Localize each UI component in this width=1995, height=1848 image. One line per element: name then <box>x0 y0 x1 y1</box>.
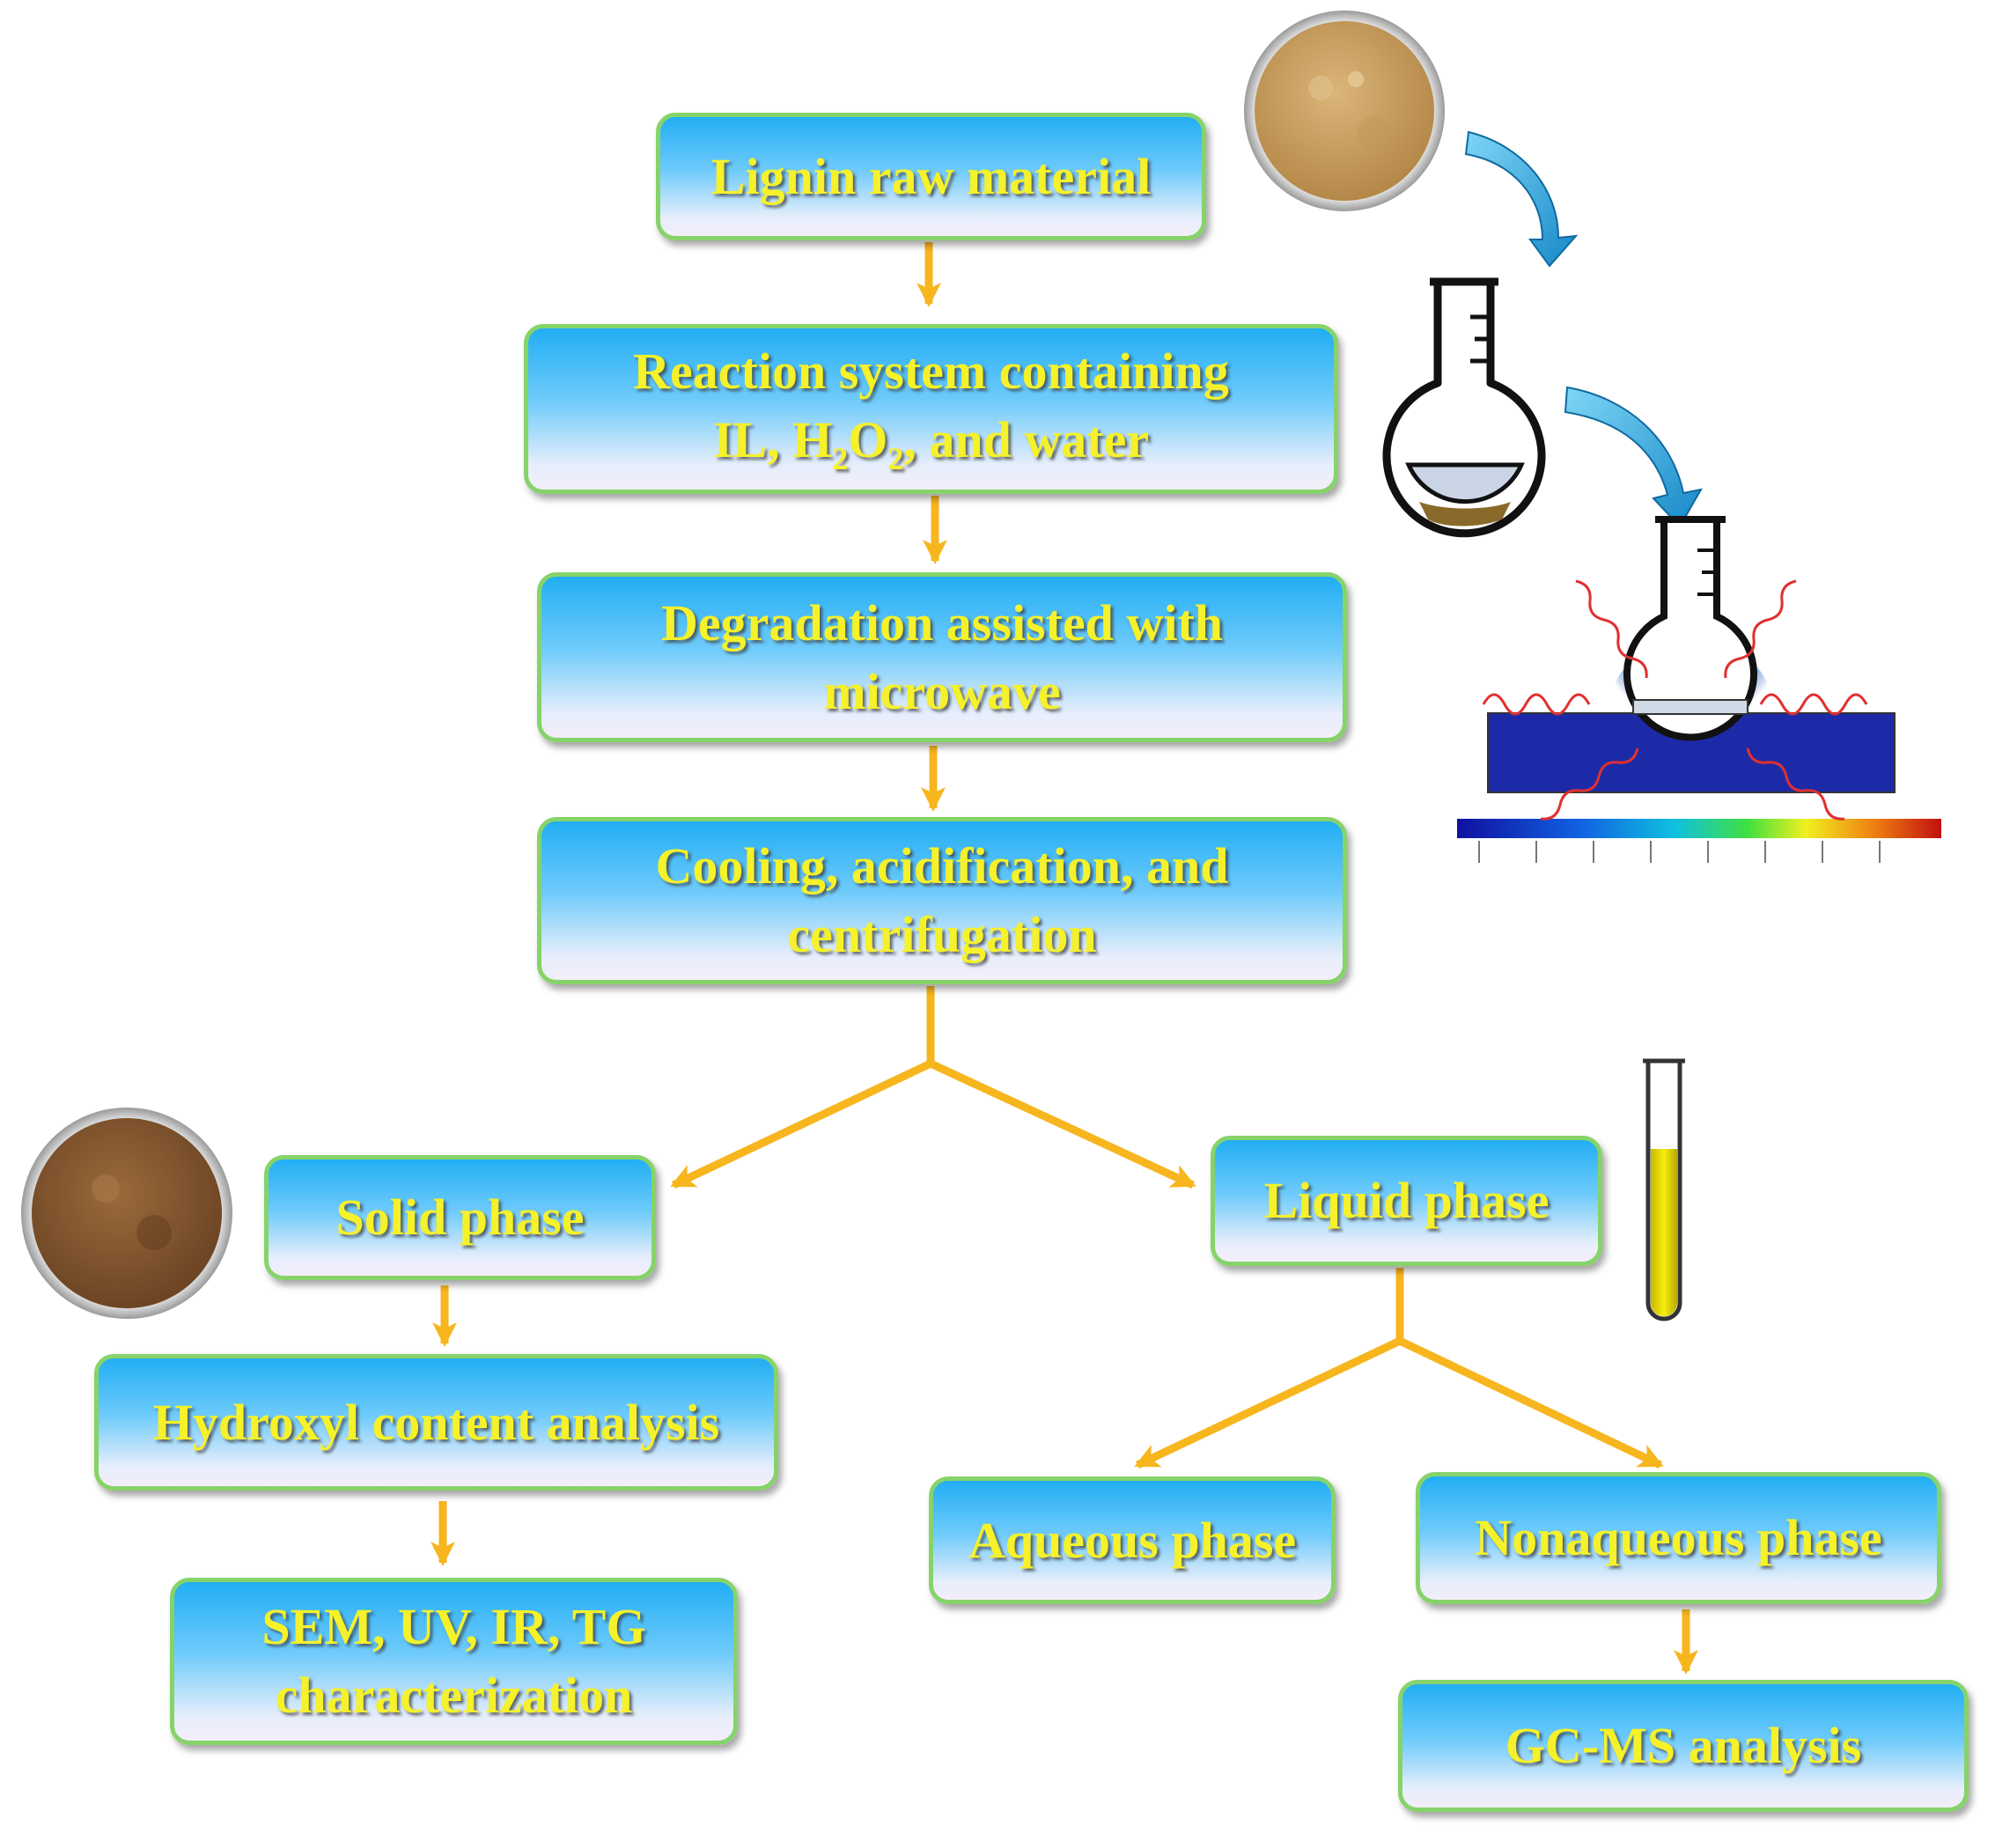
gc-ms-analysis-box: GC-MS analysis <box>1398 1680 1969 1812</box>
curved-arrow-icon <box>1464 130 1703 528</box>
reaction-system-box: Reaction system containing IL, H2O2, and… <box>524 324 1338 494</box>
box-label: Aqueous phase <box>968 1511 1297 1569</box>
nonaqueous-phase-box: Nonaqueous phase <box>1416 1472 1941 1604</box>
box-label-line2: centrifugation <box>787 906 1097 963</box>
lignin-raw-material-box: Lignin raw material <box>656 113 1206 240</box>
cooling-acidification-box: Cooling, acidification, and centrifugati… <box>537 817 1347 984</box>
microwave-heating-icon <box>1457 516 1941 863</box>
box-label-line2: microwave <box>823 662 1061 720</box>
lignin-powder-dish-icon <box>1244 11 1445 211</box>
solid-phase-box: Solid phase <box>264 1155 656 1280</box>
round-bottom-flask-icon <box>1382 277 1546 538</box>
connector-arrows <box>431 242 1698 1675</box>
solid-residue-powder-dish-icon <box>21 1108 232 1319</box>
degradation-microwave-box: Degradation assisted with microwave <box>537 572 1347 742</box>
box-label-line1: Reaction system containing <box>633 342 1229 400</box>
box-label-line2: characterization <box>275 1667 633 1724</box>
liquid-phase-box: Liquid phase <box>1211 1136 1602 1266</box>
box-label-line1: Cooling, acidification, and <box>655 837 1229 895</box>
box-label-line1: SEM, UV, IR, TG <box>261 1598 646 1655</box>
test-tube-icon <box>1643 1058 1685 1322</box>
box-label: Lignin raw material <box>710 147 1152 205</box>
characterization-box: SEM, UV, IR, TG characterization <box>170 1578 738 1745</box>
box-label-line2: IL, H2O2, and water <box>712 411 1150 476</box>
hydroxyl-content-box: Hydroxyl content analysis <box>94 1354 778 1491</box>
box-label: GC-MS analysis <box>1505 1717 1862 1774</box>
aqueous-phase-box: Aqueous phase <box>929 1476 1336 1604</box>
box-label: Nonaqueous phase <box>1475 1509 1882 1566</box>
box-label: Liquid phase <box>1263 1172 1550 1229</box>
box-label: Solid phase <box>335 1189 585 1246</box>
box-label-line1: Degradation assisted with <box>660 593 1224 652</box>
box-label: Hydroxyl content analysis <box>152 1393 720 1451</box>
